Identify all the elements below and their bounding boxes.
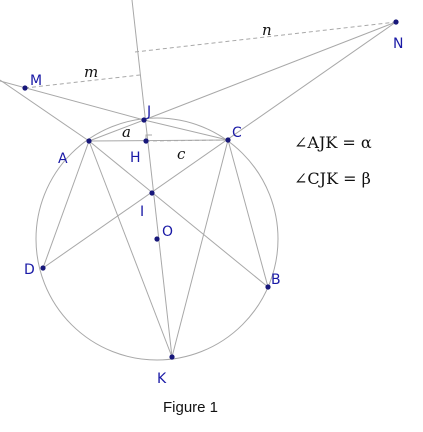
label-a: A	[58, 151, 68, 167]
line-n-j	[143, 21, 397, 121]
label-c: C	[232, 125, 242, 141]
dashed-n	[134, 21, 397, 53]
point-h	[143, 138, 149, 144]
label-m: M	[30, 73, 42, 89]
circumcircle	[35, 117, 279, 361]
dashed-m	[24, 74, 141, 89]
label-i: I	[140, 204, 144, 220]
line-c-k	[171, 139, 229, 358]
line-j-c	[143, 119, 229, 141]
line-a-c	[88, 139, 229, 142]
line-c-b	[227, 139, 269, 288]
point-b	[265, 284, 271, 290]
label-k: K	[157, 371, 167, 387]
point-m	[22, 85, 28, 91]
line-j-a	[88, 119, 145, 142]
point-n	[393, 19, 399, 25]
label-j: J	[146, 104, 151, 120]
point-j	[141, 117, 147, 123]
formula-angle-ajk: ∠AJK = α	[294, 133, 372, 152]
line-j-k-extended	[131, 0, 173, 358]
label-h: H	[130, 150, 141, 166]
line-m-a-extended	[0, 79, 90, 142]
point-c	[225, 137, 231, 143]
line-a-k	[88, 140, 173, 358]
segment-label-m: m	[84, 63, 98, 81]
segment-label-n: n	[262, 21, 272, 39]
line-a-d	[42, 140, 90, 269]
label-o: O	[162, 224, 173, 240]
line-m-j-extended	[0, 80, 145, 121]
segment-label-c: c	[177, 145, 186, 163]
label-b: B	[271, 272, 281, 288]
point-i	[149, 190, 155, 196]
point-k	[169, 354, 175, 360]
segment-label-a: a	[122, 123, 131, 141]
label-n: N	[393, 36, 403, 52]
line-a-b	[88, 140, 269, 288]
formula-angle-cjk: ∠CJK = β	[294, 169, 371, 188]
figure-caption: Figure 1	[163, 399, 218, 416]
point-a	[86, 138, 92, 144]
line-n-d	[42, 21, 397, 269]
label-d: D	[24, 262, 35, 278]
point-d	[40, 265, 46, 271]
point-o	[154, 236, 160, 242]
